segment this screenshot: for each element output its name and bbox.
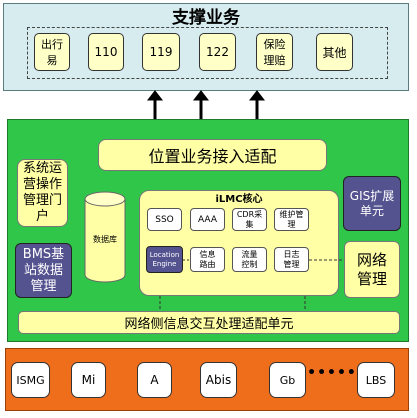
service-122: 122 [199,33,236,71]
core-info-routing: 信息路由 [190,247,225,272]
network-side-adapter-unit: 网络侧信息交互处理适配单元 [18,311,400,334]
interface-abis: Abis [200,362,237,398]
interface-lbs: LBS [357,362,395,398]
bms-base-station-data-management: BMS基站数据管理 [15,243,72,298]
support-services-title: 支撑业务 [172,7,240,28]
core-sso: SSO [147,208,182,231]
core-location-engine: Location Engine [146,246,183,273]
ilmc-core-title: iLMC核心 [215,193,263,205]
database-label: 数据库 [93,234,117,244]
core-traffic-control: 流量控制 [232,247,267,272]
gis-extension-unit: GIS扩展单元 [343,176,401,231]
service-other: 其他 [316,33,353,71]
network-management: 网络管理 [344,241,400,298]
ops-management-portal: 系统运营操作管理门户 [17,159,68,227]
interface-gb: Gb [269,362,306,398]
interface-ellipsis: ••••• [307,365,357,381]
core-log-management: 日志管理 [274,247,309,272]
ilmc-core-panel [139,190,339,296]
service-110: 110 [88,33,124,71]
interface-mi: Mi [71,362,106,398]
core-aaa: AAA [190,208,225,231]
support-services-group [27,27,388,79]
interface-ismg: ISMG [11,362,50,398]
core-maintenance-management: 维护管理 [274,208,309,231]
location-service-adapter: 位置业务接入适配 [98,139,327,171]
database-cylinder-icon [84,191,126,283]
core-cdr-collection: CDR采集 [232,208,267,231]
service-chuxingyi: 出行易 [34,33,70,71]
interface-a: A [137,362,172,398]
service-119: 119 [142,33,180,71]
service-insurance-claims: 保险理赔 [256,33,293,71]
